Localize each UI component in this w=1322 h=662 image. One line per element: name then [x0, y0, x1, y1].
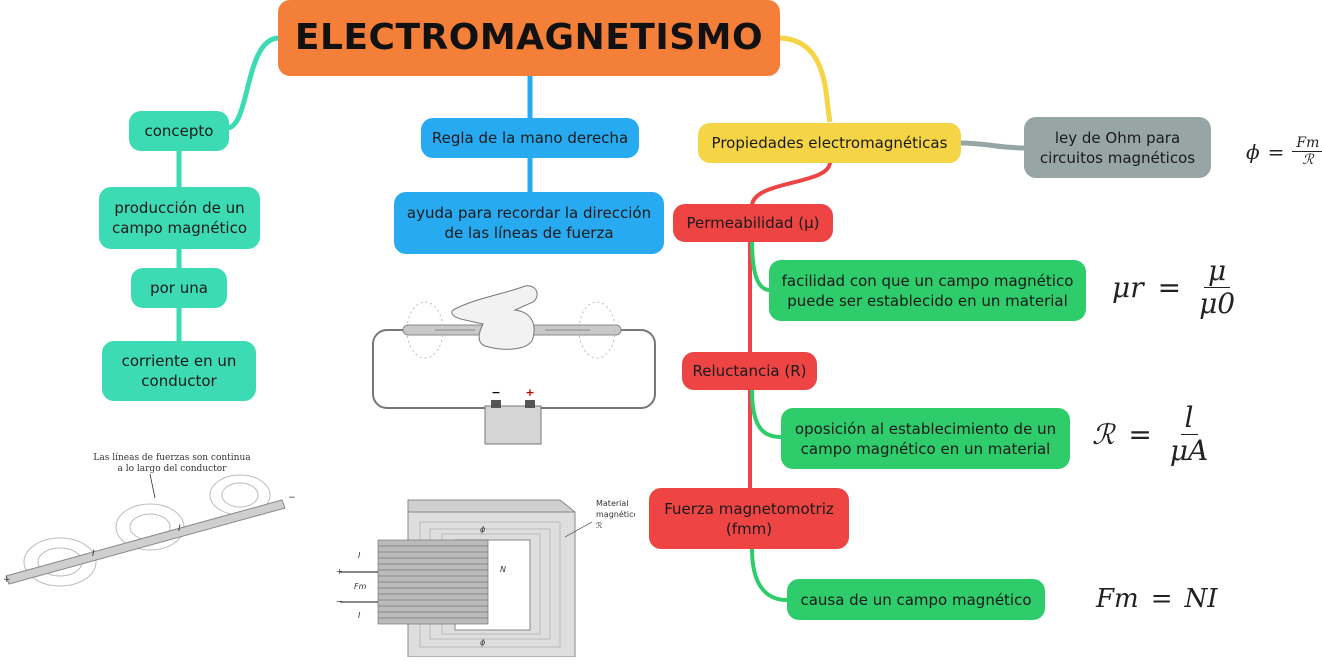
permeability-desc-node[interactable]: facilidad con que un campo magnético pue…: [769, 260, 1086, 321]
link-title-concept: [226, 35, 279, 131]
title-node[interactable]: ELECTROMAGNETISMO: [278, 0, 780, 76]
link-permeability-desc: [750, 239, 771, 292]
production-node[interactable]: producción de un campo magnético: [99, 187, 260, 249]
core-mmf-label: Fm: [354, 582, 367, 591]
mmf-formula-rhs: NI: [1184, 584, 1218, 614]
link-mmf-desc: [750, 548, 788, 602]
conductor-plus: +: [3, 575, 11, 585]
ohm-node[interactable]: ley de Ohm para circuitos magnéticos: [1024, 117, 1211, 178]
core-current-label-bottom: I: [358, 611, 361, 620]
current-node[interactable]: corriente en un conductor: [102, 341, 256, 401]
battery-minus-label: −: [491, 386, 500, 399]
ohm-formula-den: ℛ: [1302, 152, 1314, 169]
reluctance-formula-eq: =: [1128, 418, 1152, 452]
properties-text: Propiedades electromagnéticas: [711, 134, 948, 152]
conductor-field-illustration: Las líneas de fuerzas son continua a lo …: [3, 452, 296, 587]
permeability-formula-num: μ: [1203, 255, 1231, 288]
reluctance-formula-den: μA: [1169, 433, 1209, 467]
reluctance-desc-node[interactable]: oposición al establecimiento de un campo…: [781, 408, 1070, 469]
conductor-caption-2: a lo largo del conductor: [118, 464, 228, 474]
mmf-formula-eq: =: [1150, 584, 1173, 614]
title-text: ELECTROMAGNETISMO: [294, 17, 764, 58]
permeability-node[interactable]: Permeabilidad (μ): [673, 204, 833, 242]
magnetic-core-illustration: I I + − Fm N ϕ ϕ Material magnético ℛ: [336, 499, 635, 657]
conductor-current-label: I: [92, 549, 95, 559]
mmf-text: Fuerza magnetomotriz (fmm): [664, 499, 834, 538]
concept-node[interactable]: concepto: [129, 111, 229, 151]
right-hand-rule-illustration: − +: [372, 285, 656, 445]
help-text: ayuda para recordar la dirección de las …: [406, 204, 652, 242]
permeability-formula-eq: =: [1157, 271, 1182, 305]
current-text: corriente en un conductor: [121, 352, 237, 390]
ohm-formula-lhs: ϕ: [1246, 140, 1260, 165]
core-current-label-top: I: [358, 551, 361, 560]
mmf-formula: Fm = NI: [1096, 584, 1218, 614]
ohm-text: ley de Ohm para circuitos magnéticos: [1039, 128, 1196, 167]
permeability-formula-lhs: μr: [1112, 271, 1144, 305]
concept-text: concepto: [144, 122, 214, 140]
permeability-formula: μr = μ μ0: [1112, 255, 1239, 320]
mmf-desc-node[interactable]: causa de un campo magnético: [787, 579, 1045, 620]
core-reluctance-label: ℛ: [596, 521, 603, 530]
mmf-formula-lhs: Fm: [1096, 584, 1139, 614]
reluctance-desc-text: oposición al establecimiento de un campo…: [794, 419, 1057, 458]
conductor-current-label-2: I: [178, 524, 181, 534]
reluctance-node[interactable]: Reluctancia (R): [682, 352, 817, 390]
link-reluctance-desc: [750, 389, 782, 439]
production-text: producción de un campo magnético: [111, 199, 248, 237]
ohm-formula-eq: =: [1267, 140, 1285, 165]
link-properties-permeability: [750, 161, 832, 206]
link-properties-ohm: [959, 140, 1026, 151]
permeability-desc-text: facilidad con que un campo magnético pue…: [781, 271, 1074, 310]
core-plus-label: +: [336, 567, 343, 576]
link-title-properties: [779, 35, 833, 123]
mmf-node[interactable]: Fuerza magnetomotriz (fmm): [649, 488, 849, 549]
reluctance-text: Reluctancia (R): [692, 362, 807, 380]
by-a-text: por una: [150, 279, 208, 297]
core-minus-label: −: [336, 597, 343, 606]
properties-node[interactable]: Propiedades electromagnéticas: [698, 123, 961, 163]
conductor-minus: −: [288, 493, 296, 503]
permeability-formula-den: μ0: [1199, 286, 1236, 320]
ohm-formula: ϕ = Fm ℛ: [1246, 135, 1322, 169]
help-node[interactable]: ayuda para recordar la dirección de las …: [394, 192, 664, 254]
core-turns-label: N: [500, 565, 506, 574]
mmf-desc-text: causa de un campo magnético: [800, 590, 1032, 609]
reluctance-formula-num: l: [1180, 402, 1198, 435]
permeability-text: Permeabilidad (μ): [686, 214, 820, 232]
reluctance-formula-lhs: ℛ: [1092, 418, 1115, 452]
core-flux-label-top: ϕ: [480, 525, 486, 534]
reluctance-formula: ℛ = l μA: [1092, 402, 1212, 467]
by-a-node[interactable]: por una: [131, 268, 227, 308]
core-magnetic-label: magnético: [596, 509, 635, 519]
ohm-formula-num: Fm: [1292, 135, 1322, 153]
core-material-label: Material: [596, 499, 629, 508]
conductor-caption-1: Las líneas de fuerzas son continua: [93, 452, 251, 463]
battery-plus-label: +: [525, 386, 534, 399]
rule-text: Regla de la mano derecha: [431, 129, 629, 147]
core-flux-label-bottom: ϕ: [480, 638, 486, 647]
rule-node[interactable]: Regla de la mano derecha: [421, 118, 639, 158]
